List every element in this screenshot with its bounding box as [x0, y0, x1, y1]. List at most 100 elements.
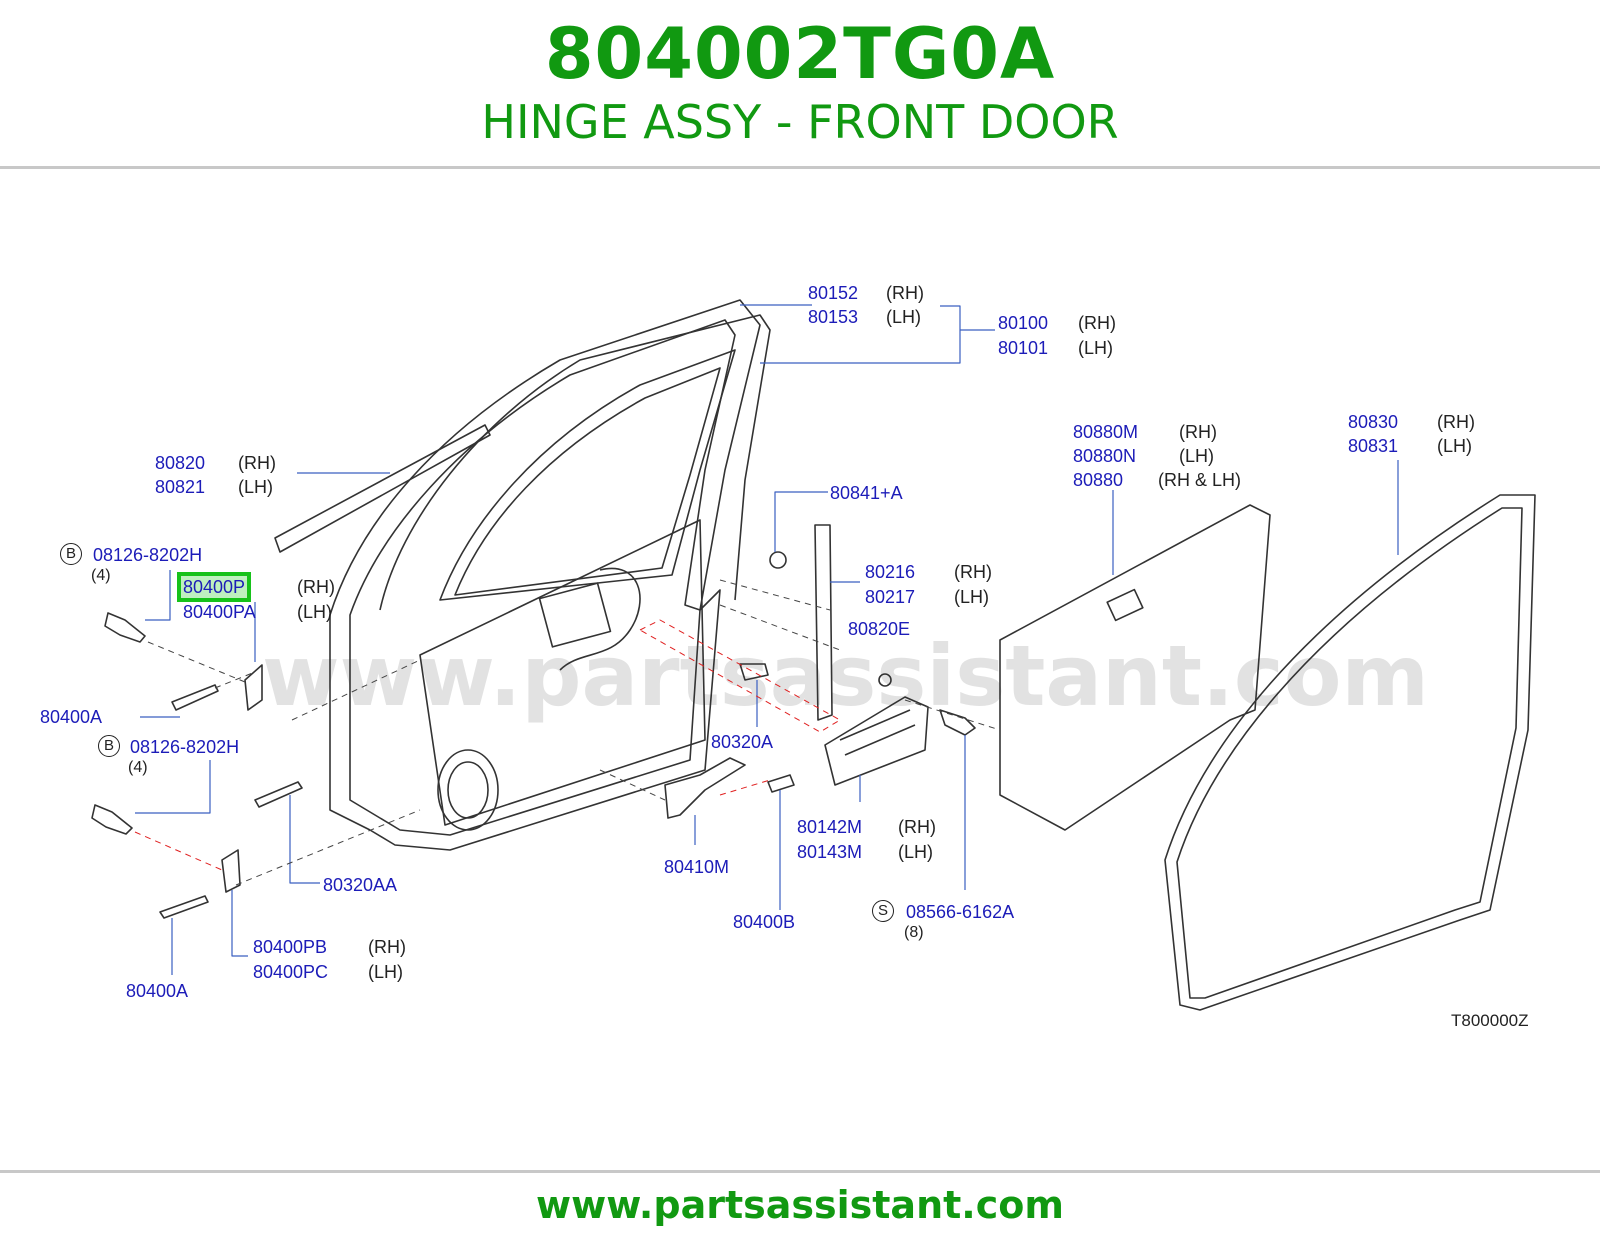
side-rh-and-lh: (RH & LH)	[1158, 470, 1242, 490]
part-label-80820[interactable]: 80820	[155, 453, 206, 473]
part-label-80400PB[interactable]: 80400PB	[253, 937, 328, 957]
leader-80841A	[774, 491, 828, 552]
part-label-80101[interactable]: 80101	[998, 338, 1049, 358]
side-lh: (LH)	[1437, 436, 1472, 456]
side-lh: (LH)	[238, 477, 273, 497]
leader-80320AA	[289, 795, 320, 884]
part-label-08126-8202H[interactable]: 08126-8202H	[130, 737, 240, 757]
side-rh: (RH)	[1078, 313, 1116, 333]
part-label-80880N[interactable]: 80880N	[1073, 446, 1137, 466]
assembly-line-3	[291, 659, 421, 721]
part-label-80400PC[interactable]: 80400PC	[253, 962, 329, 982]
lower-hinge	[221, 849, 241, 893]
header-divider	[0, 166, 1600, 169]
sealing-screen	[999, 504, 1271, 831]
part-label-80216[interactable]: 80216	[865, 562, 916, 582]
part-label-80152[interactable]: 80152	[808, 283, 859, 303]
part-label-80880[interactable]: 80880	[1073, 470, 1124, 490]
part-label-80821[interactable]: 80821	[155, 477, 206, 497]
watermark-text: www.partsassistant.com	[262, 627, 1429, 725]
leader-80400PB	[231, 890, 248, 957]
door-window-opening	[439, 349, 736, 601]
body-weatherstrip	[1164, 494, 1536, 1011]
bolt-upper-left	[104, 612, 146, 643]
leader-08126b	[135, 760, 211, 814]
part-label-80400A[interactable]: 80400A	[126, 981, 189, 1001]
plug-80841A	[769, 551, 787, 569]
part-label-80410M[interactable]: 80410M	[664, 857, 730, 877]
door-inner-panel	[419, 519, 706, 826]
assembly-line-2	[214, 671, 256, 689]
side-rh: (RH)	[1179, 422, 1217, 442]
side-rh: (RH)	[238, 453, 276, 473]
upper-hinge	[244, 664, 263, 711]
side-lh: (LH)	[297, 602, 332, 622]
part-label-80880M[interactable]: 80880M	[1073, 422, 1139, 442]
part-label-80217[interactable]: 80217	[865, 587, 916, 607]
part-label-80153[interactable]: 80153	[808, 307, 859, 327]
part-label-80400PA[interactable]: 80400PA	[183, 602, 256, 622]
part-label-08566-6162A[interactable]: 08566-6162A	[906, 902, 1015, 922]
assembly-line-7	[904, 699, 1001, 731]
diagram-code: T800000Z	[1451, 1011, 1529, 1030]
quantity: (8)	[904, 924, 924, 941]
side-lh: (LH)	[368, 962, 403, 982]
part-label-80400P-highlighted[interactable]: 80400P	[176, 572, 252, 602]
part-label-80841A[interactable]: 80841+A	[830, 483, 903, 503]
part-label-80400A[interactable]: 80400A	[40, 707, 103, 727]
panel-cutout	[538, 582, 612, 648]
inside-handle	[824, 696, 929, 786]
bolt-80320A	[739, 663, 769, 681]
part-label-80100[interactable]: 80100	[998, 313, 1049, 333]
parts-diagram: www.partsassistant.com	[0, 270, 1600, 1090]
part-label-80143M[interactable]: 80143M	[797, 842, 863, 862]
bolt-80320AA	[254, 781, 303, 808]
part-label-80830[interactable]: 80830	[1348, 412, 1399, 432]
bolt-80400A-upper	[171, 684, 219, 711]
part-label-80831[interactable]: 80831	[1348, 436, 1399, 456]
side-lh: (LH)	[1078, 338, 1113, 358]
footer-divider	[0, 1170, 1600, 1173]
quantity: (4)	[91, 567, 111, 584]
side-lh: (LH)	[898, 842, 933, 862]
part-label-08126-8202H[interactable]: 08126-8202H	[93, 545, 203, 565]
speaker-opening-inner	[447, 761, 489, 819]
bolt-lower-left	[91, 804, 133, 835]
side-rh: (RH)	[368, 937, 406, 957]
side-rh: (RH)	[898, 817, 936, 837]
check-link	[664, 757, 746, 819]
part-label-80820E[interactable]: 80820E	[848, 619, 911, 639]
side-lh: (LH)	[1179, 446, 1214, 466]
diagram-drawing: www.partsassistant.com	[91, 299, 1536, 1011]
assembly-line-4	[235, 809, 421, 886]
door-frame-inner	[349, 319, 736, 836]
part-label-80400B[interactable]: 80400B	[733, 912, 796, 932]
part-label-80320A[interactable]: 80320A	[711, 732, 774, 752]
bolt-80400B	[767, 774, 795, 793]
side-lh: (LH)	[886, 307, 921, 327]
side-lh: (LH)	[954, 587, 989, 607]
screen-tab	[1106, 588, 1144, 622]
door-weatherstrip	[379, 314, 771, 611]
red-assembly-line-3	[719, 779, 771, 796]
door-sash	[814, 524, 833, 721]
badge-s: S	[872, 900, 894, 922]
assembly-line-1	[147, 641, 246, 683]
panel-channel	[559, 567, 641, 671]
part-label-80142M[interactable]: 80142M	[797, 817, 863, 837]
handle-bracket	[839, 709, 916, 756]
part-description: HINGE ASSY - FRONT DOOR	[481, 95, 1119, 149]
leader-80100	[760, 305, 995, 364]
part-number-title: 804002TG0A	[544, 13, 1056, 95]
quantity: (4)	[128, 759, 148, 776]
door-window-inner	[454, 367, 721, 596]
part-label-80320AA[interactable]: 80320AA	[323, 875, 398, 895]
side-rh: (RH)	[954, 562, 992, 582]
badge-b: B	[60, 543, 82, 565]
footer-website-link[interactable]: www.partsassistant.com	[536, 1183, 1064, 1227]
side-rh: (RH)	[886, 283, 924, 303]
assembly-line-6	[719, 579, 841, 651]
speaker-opening	[437, 749, 499, 831]
side-rh: (RH)	[1437, 412, 1475, 432]
red-assembly-line-2	[639, 619, 841, 733]
